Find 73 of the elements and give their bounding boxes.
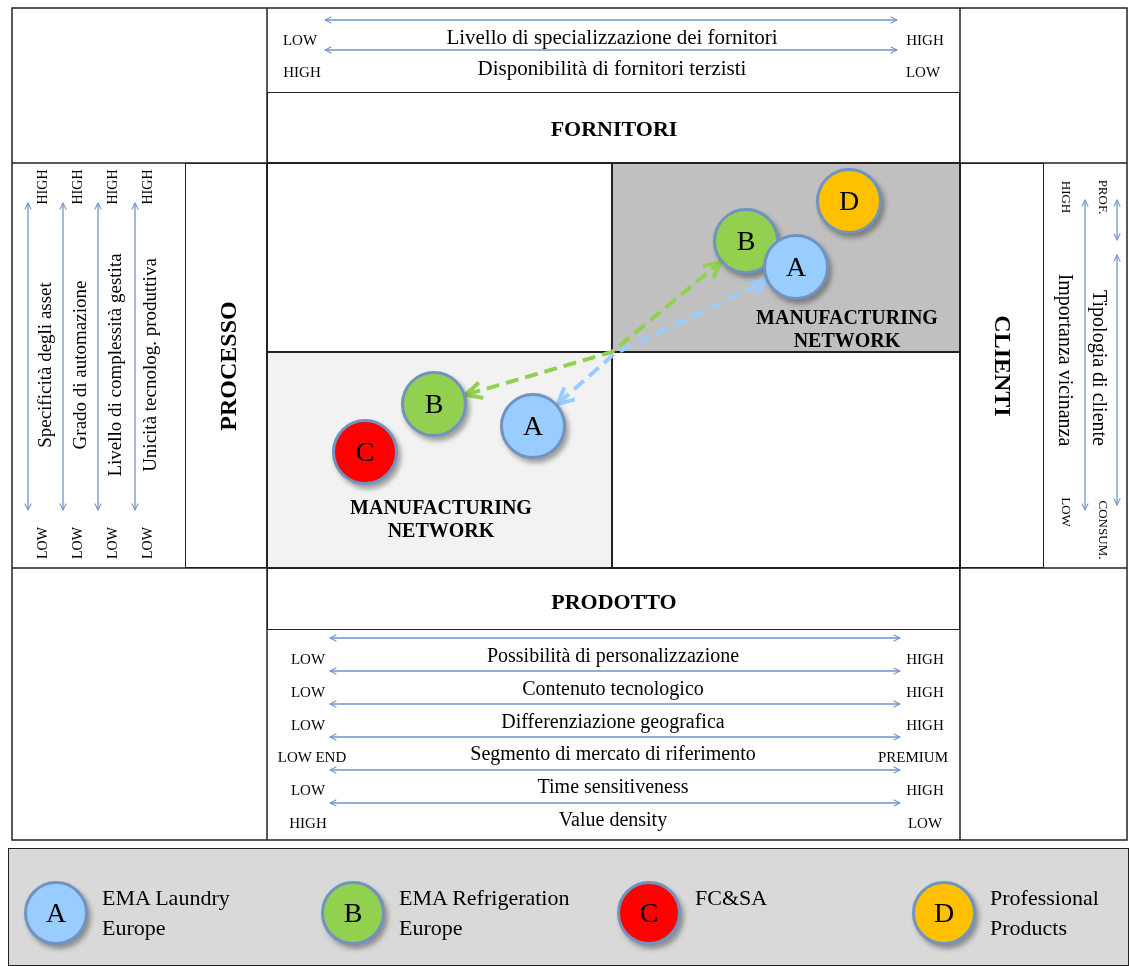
scale-end-label: LOW: [70, 526, 86, 561]
scale-end-label: HIGH: [905, 715, 945, 734]
scale-end-label: HIGH: [905, 650, 945, 668]
scale-end-label: HIGH: [140, 168, 156, 207]
scale-end-label: LOW: [906, 814, 944, 832]
scale-name: Differenziazione geografica: [500, 708, 726, 733]
scale-end-label: HIGH: [905, 781, 945, 800]
unit-circle: C: [332, 419, 398, 485]
scale-name: Value density: [557, 807, 669, 831]
scale-end-label: LOW: [289, 650, 327, 668]
scale-name: Importanza vicinanza: [1055, 272, 1077, 449]
scale-end-label: HIGH: [905, 31, 945, 49]
scale-end-label: HIGH: [282, 63, 322, 81]
scale-end-label: HIGH: [105, 168, 121, 207]
unit-label: EMA Refrigeration Europe: [399, 884, 571, 942]
scale-end-label: PREMIUM: [877, 748, 949, 767]
scale-end-label: PROF.: [1095, 178, 1111, 217]
unit-circle: D: [816, 168, 882, 234]
unit-circle: B: [713, 208, 779, 274]
unit-label: FC&SA: [695, 884, 769, 912]
scale-end-label: LOW: [289, 715, 327, 734]
scale-name: Livello di complessità gestita: [104, 252, 126, 479]
scale-name: Grado di automazione: [69, 279, 91, 452]
section-title: CLIENTI: [989, 314, 1017, 419]
scale-name: Time sensitiveness: [536, 774, 690, 799]
scale-end-label: HIGH: [1058, 179, 1074, 216]
section-title: PROCESSO: [214, 300, 242, 433]
legend-panel: [8, 848, 1129, 966]
unit-label: Professional Products: [990, 884, 1100, 942]
header-cell: [267, 568, 960, 630]
quadrant-label: MANUFACTURING NETWORK: [755, 306, 939, 352]
scale-end-label: HIGH: [35, 168, 51, 207]
scale-end-label: LOW: [35, 526, 51, 561]
quadrant-label: MANUFACTURING NETWORK: [349, 496, 533, 542]
quadrant-box: [612, 352, 960, 568]
unit-label: EMA Laundry Europe: [102, 884, 231, 942]
scale-name: Specificità degli asset: [34, 281, 56, 450]
scale-end-label: CONSUM.: [1095, 499, 1111, 562]
dashed-arrow: [463, 260, 723, 400]
scale-end-label: HIGH: [288, 814, 328, 832]
scale-name: Segmento di mercato di riferimento: [469, 741, 757, 766]
dashed-arrow: [555, 278, 769, 407]
scale-end-label: HIGH: [70, 168, 86, 207]
section-title: FORNITORI: [549, 115, 679, 143]
scale-end-label: HIGH: [905, 682, 945, 701]
section-title: PRODOTTO: [550, 588, 678, 616]
scale-end-label: LOW: [904, 63, 942, 81]
unit-circle: D: [912, 881, 976, 945]
scale-name: Unicità tecnolog. produttiva: [139, 257, 161, 474]
scale-name: Contenuto tecnologico: [521, 675, 705, 700]
header-cell: [960, 163, 1044, 568]
scale-name: Disponibilità di fornitori terzisti: [476, 56, 748, 80]
quadrant-box: [267, 163, 612, 352]
unit-circle: C: [617, 881, 681, 945]
scale-name: Possibilità di personalizzazione: [485, 643, 741, 667]
unit-circle: A: [500, 393, 566, 459]
scale-name: Livello di specializzazione dei fornitori: [445, 25, 779, 49]
scale-end-label: LOW: [1058, 496, 1074, 529]
scale-end-label: LOW END: [276, 748, 348, 767]
unit-circle: A: [24, 881, 88, 945]
scale-name: Tipologia di cliente: [1089, 289, 1111, 448]
unit-circle: B: [401, 371, 467, 437]
quadrant-box: [612, 163, 960, 352]
header-cell: [185, 163, 267, 568]
quadrant-box: [267, 352, 612, 568]
scale-end-label: LOW: [105, 526, 121, 561]
scale-end-label: LOW: [289, 682, 327, 701]
unit-circle: A: [763, 234, 829, 300]
header-cell: [267, 92, 960, 163]
scale-end-label: LOW: [140, 526, 156, 561]
scale-end-label: LOW: [281, 31, 319, 49]
scale-end-label: LOW: [289, 781, 327, 800]
unit-circle: B: [321, 881, 385, 945]
